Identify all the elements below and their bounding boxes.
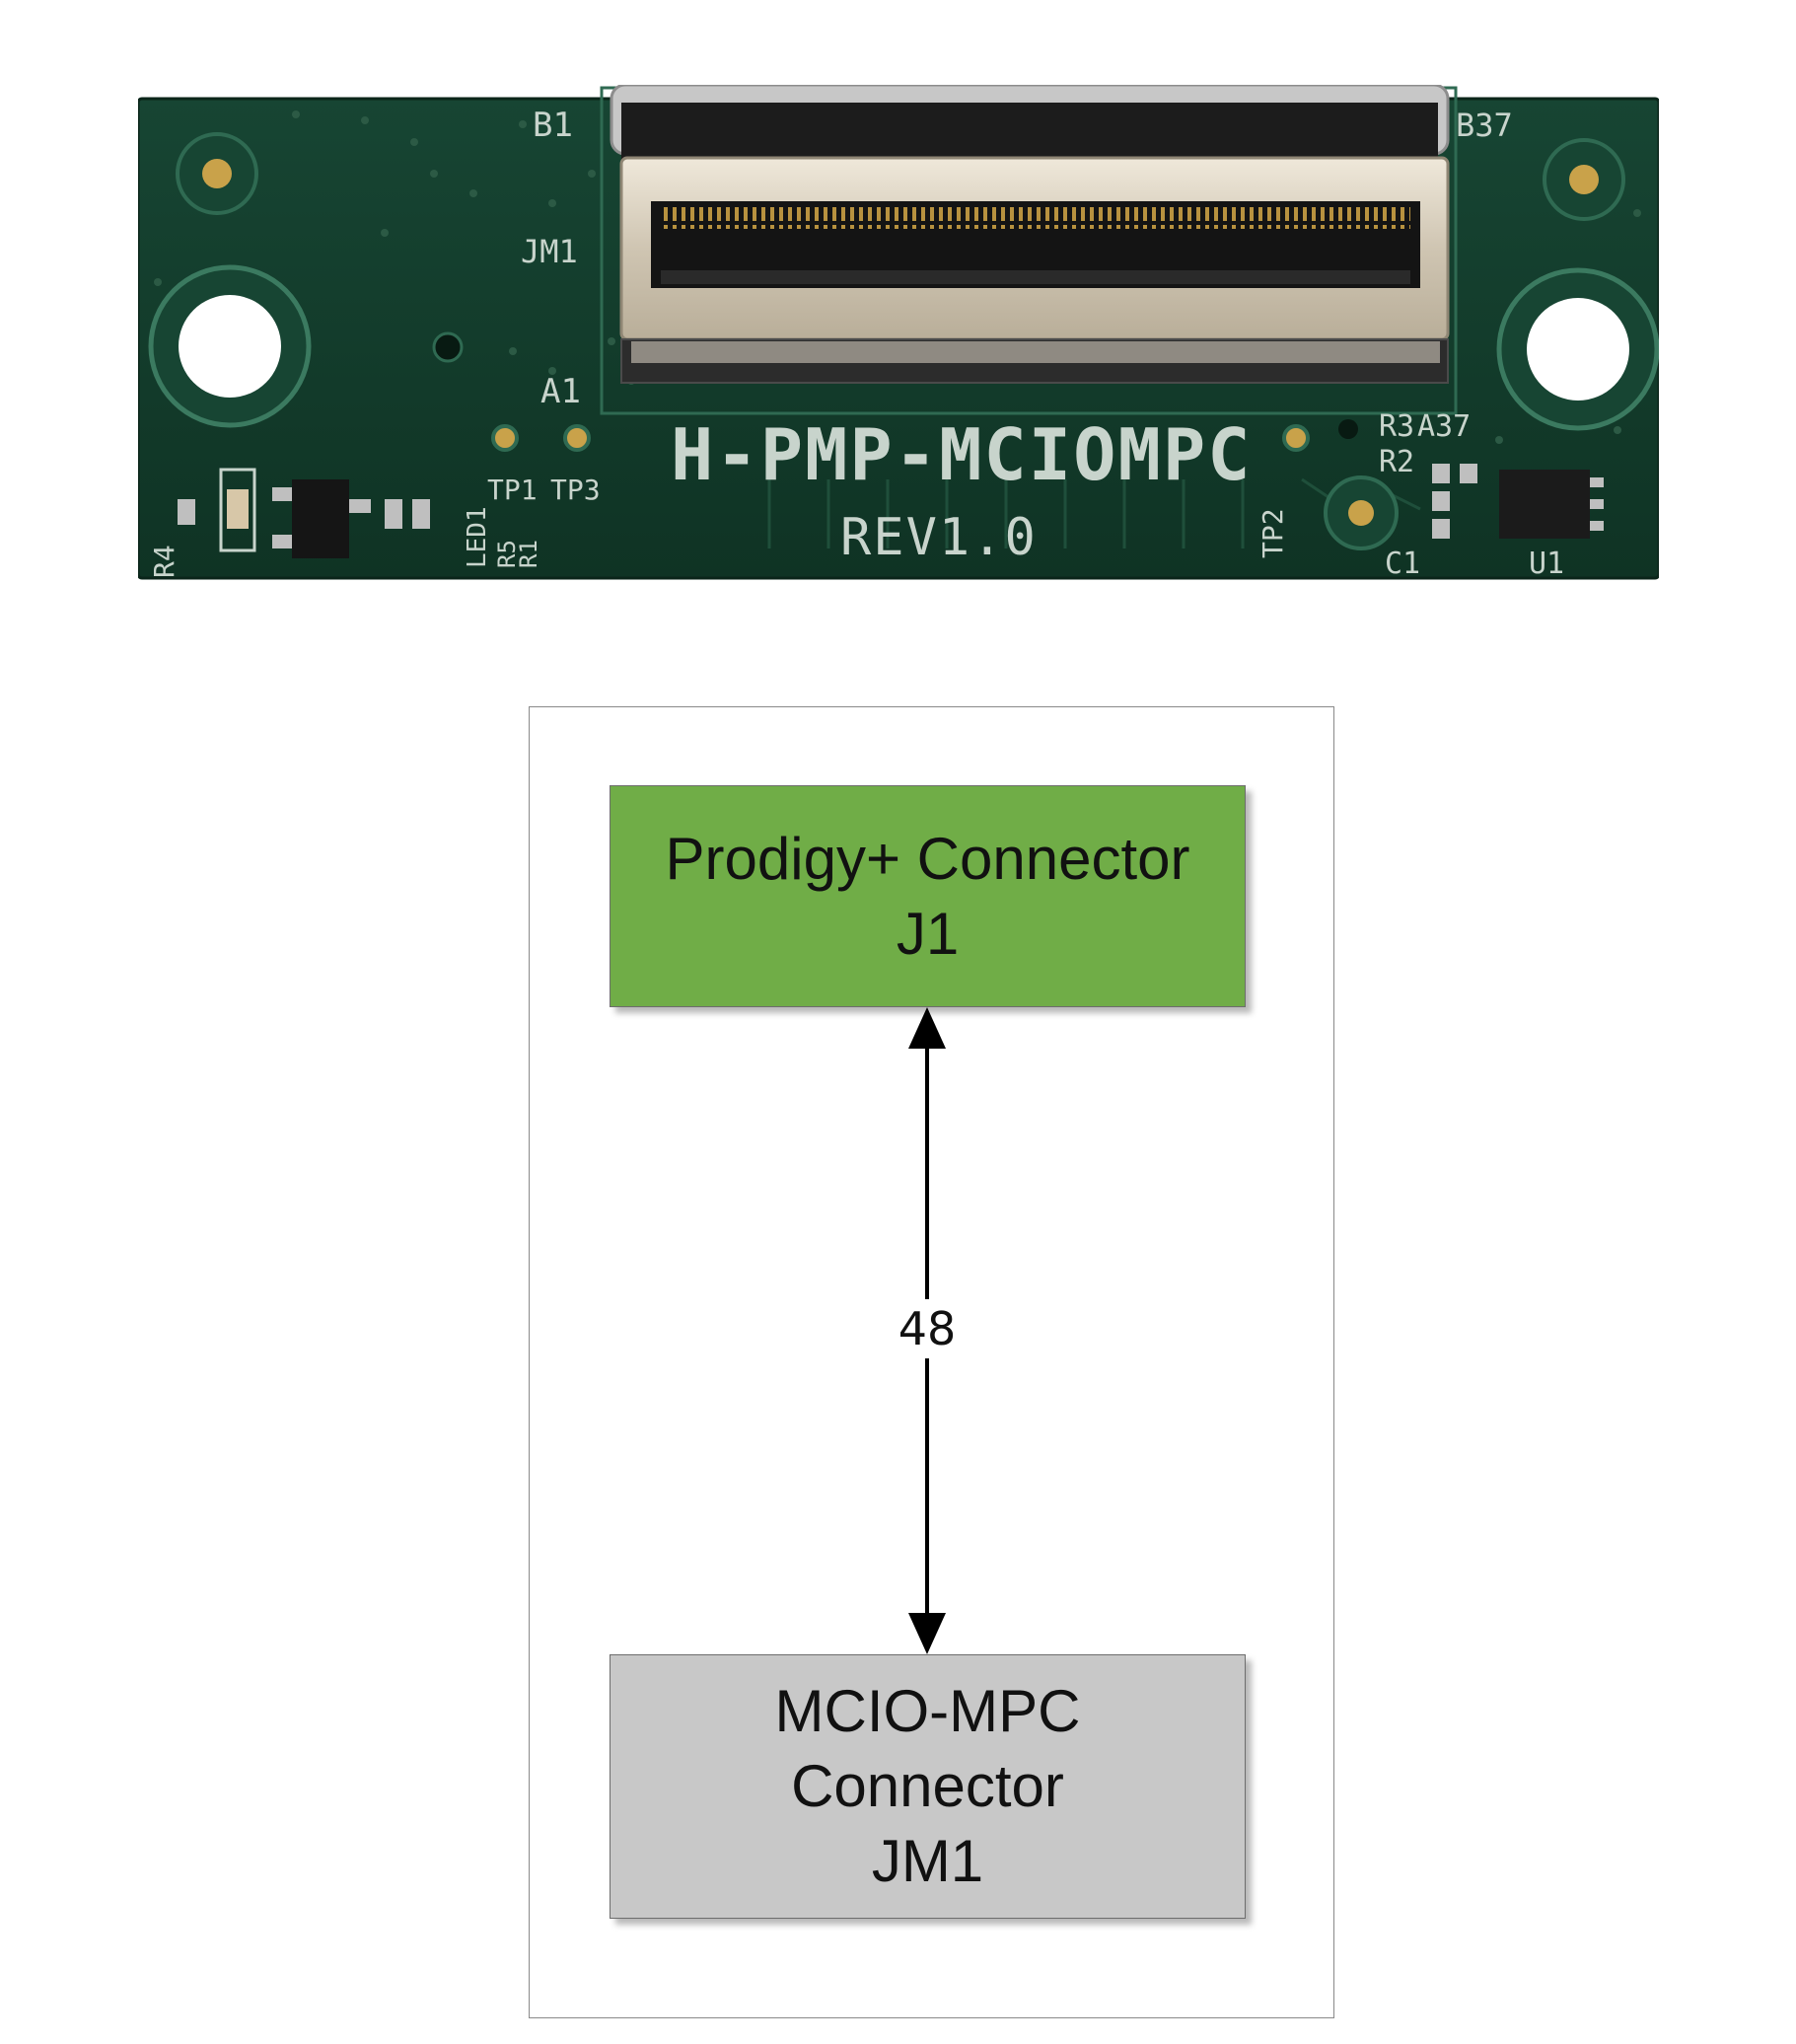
silk-revision: REV1.0 — [840, 508, 1038, 567]
silk-tp3: TP3 — [550, 474, 601, 506]
silk-pin-a37: A37 — [1417, 409, 1471, 444]
silk-led1: LED1 — [463, 506, 492, 568]
silk-tp1: TP1 — [487, 474, 538, 506]
silk-r4: R4 — [148, 545, 180, 578]
board-photo: B1 JM1 A1 B37 A37 H-PMP-MCIOMPC REV1.0 T… — [138, 85, 1659, 581]
mount-hole-right — [1496, 267, 1659, 431]
mount-hole-left — [148, 264, 312, 428]
silk-r1: R1 — [515, 540, 542, 568]
arrow-down-icon — [908, 1613, 946, 1654]
silk-pin-b37: B37 — [1456, 107, 1513, 144]
mcio-connector-block: MCIO-MPC Connector JM1 — [610, 1654, 1246, 1919]
silk-r5: R5 — [493, 540, 521, 568]
mcio-connector — [610, 85, 1450, 384]
silk-u1: U1 — [1529, 547, 1564, 581]
silk-tp2: TP2 — [1257, 508, 1289, 558]
silk-board-name: H-PMP-MCIOMPC — [671, 413, 1253, 496]
silk-connector-ref: JM1 — [521, 233, 578, 270]
smd-components — [178, 419, 1604, 558]
mcio-connector-ref: JM1 — [871, 1828, 984, 1894]
mount-pad-top-right — [1543, 138, 1625, 221]
mcio-connector-subtitle: Connector — [791, 1753, 1064, 1819]
block-diagram: Prodigy+ Connector J1 48 MCIO-MPC Connec… — [529, 706, 1334, 2018]
prodigy-connector-block: Prodigy+ Connector J1 — [610, 785, 1246, 1007]
silk-r2: R2 — [1379, 445, 1414, 479]
mount-pad-top-left — [176, 132, 258, 215]
mount-pad-bottom-right — [1324, 475, 1399, 550]
silk-c1: C1 — [1385, 547, 1420, 581]
fiducial — [432, 331, 464, 363]
silk-pin-b1: B1 — [533, 106, 573, 145]
prodigy-connector-ref: J1 — [896, 900, 960, 967]
arrow-up-icon — [908, 1007, 946, 1049]
bus-width-label: 48 — [878, 1299, 976, 1358]
silk-r3: R3 — [1379, 409, 1414, 444]
silk-pin-a1: A1 — [540, 372, 581, 411]
test-points — [491, 424, 1310, 452]
mcio-connector-title: MCIO-MPC — [774, 1678, 1081, 1744]
prodigy-connector-title: Prodigy+ Connector — [665, 825, 1190, 892]
